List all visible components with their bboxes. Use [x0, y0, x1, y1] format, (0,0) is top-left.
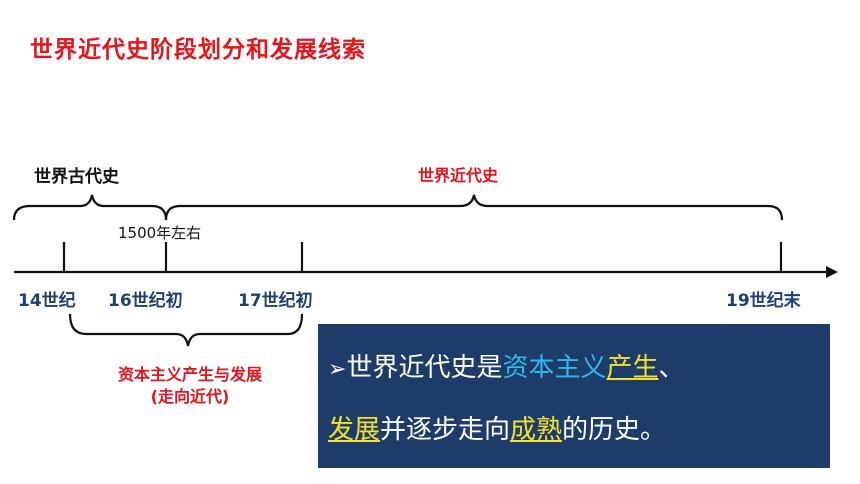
- timeline-arrow: [826, 266, 838, 278]
- around-1500-label: 1500年左右: [118, 224, 202, 242]
- modern-brace: [164, 194, 784, 221]
- tick-label-19th-century: 19世纪末: [726, 291, 801, 311]
- summary-line1: ➢世界近代史是资本主义产生、: [328, 338, 824, 400]
- summary-text-3: 的历史。: [562, 415, 667, 445]
- tick-label-16th-century: 16世纪初: [108, 291, 183, 311]
- summary-text-1: 世界近代史是: [346, 353, 503, 383]
- capitalism-label-line2: (走向近代): [150, 387, 230, 406]
- ancient-history-label: 世界古代史: [34, 167, 119, 187]
- page-title: 世界近代史阶段划分和发展线索: [30, 37, 366, 63]
- summary-highlight-develop: 发展: [328, 415, 381, 445]
- summary-highlight-capitalism: 资本主义: [502, 353, 607, 383]
- tick-label-17th-century: 17世纪初: [238, 291, 313, 311]
- capitalism-label-line1: 资本主义产生与发展: [117, 365, 262, 384]
- bullet-icon: ➢: [328, 357, 347, 382]
- capitalism-brace: [68, 313, 304, 347]
- modern-history-label: 世界近代史: [418, 166, 499, 185]
- summary-highlight-mature: 成熟: [510, 415, 563, 445]
- summary-box: ➢世界近代史是资本主义产生、 发展并逐步走向成熟的历史。: [318, 324, 830, 468]
- tick-label-14th-century: 14世纪: [18, 291, 76, 311]
- summary-highlight-emerge: 产生: [606, 353, 659, 383]
- summary-text-2: 并逐步走向: [380, 415, 511, 445]
- capitalism-label: 资本主义产生与发展 (走向近代): [92, 364, 288, 408]
- ancient-brace: [12, 194, 168, 221]
- summary-line2: 发展并逐步走向成熟的历史。: [328, 400, 824, 460]
- summary-text-comma: 、: [658, 353, 685, 383]
